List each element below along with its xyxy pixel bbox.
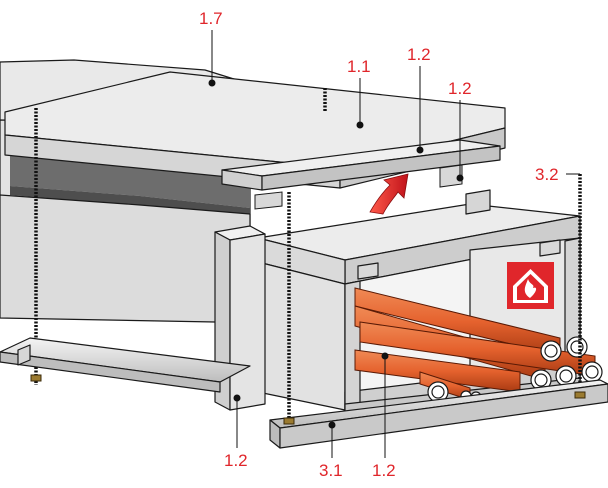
fire-hazard-sign-icon xyxy=(507,262,554,309)
callout-1-1: 1.1 xyxy=(347,57,371,76)
threaded-rod-icon xyxy=(34,88,582,425)
callout-1-2-right: 1.2 xyxy=(448,79,472,98)
callout-markers xyxy=(208,30,580,458)
top-batten xyxy=(221,139,501,191)
callout-1-7: 1.7 xyxy=(199,9,223,28)
callout-3-2: 3.2 xyxy=(535,165,559,184)
callout-1-2-bottom: 1.2 xyxy=(224,451,248,470)
pipe-bundle xyxy=(354,287,596,401)
callout-1-2-pipes: 1.2 xyxy=(372,461,396,480)
callout-3-1: 3.1 xyxy=(319,461,343,480)
rod-nuts xyxy=(30,374,586,425)
joint-batten-front xyxy=(214,225,266,411)
upward-arrow-icon xyxy=(369,173,409,215)
support-blocks xyxy=(254,164,463,210)
c-channel-icon xyxy=(0,337,608,449)
callout-1-2-top: 1.2 xyxy=(407,45,431,64)
